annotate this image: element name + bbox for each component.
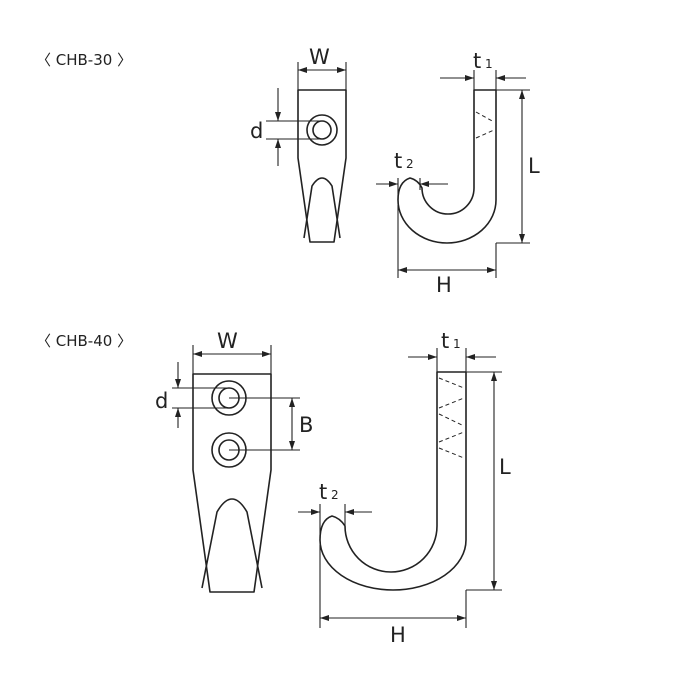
chb30-dim-h: H [397, 205, 497, 297]
chb30-label-t2-sub: 2 [406, 157, 414, 171]
chb40-label-t2-sub: 2 [331, 488, 339, 502]
chb30-dim-t2: t 2 [376, 149, 448, 200]
chb30-label-l: L [528, 154, 540, 178]
chb40-dim-t1: t 1 [408, 329, 496, 372]
chb40-dim-l: L [466, 371, 511, 591]
chb30-label-t2: t [394, 149, 402, 173]
chb30-side-view [397, 89, 497, 244]
chb30-dim-t1: t 1 [440, 49, 526, 90]
chb30-front-view [297, 89, 347, 243]
chb30-dim-d: d [250, 88, 322, 166]
chb40-label-t2: t [319, 480, 327, 504]
chb40-label-t1: t [441, 329, 449, 353]
chb30-label-t1-sub: 1 [485, 57, 493, 71]
chb40-dim-w: W [192, 329, 272, 374]
model-label-chb-40: 〈 CHB-40 〉 [36, 332, 133, 350]
chb40-label-l: L [499, 455, 511, 479]
chb40-dim-t2: t 2 [298, 480, 372, 538]
chb40-side-view [319, 371, 467, 591]
chb40-label-h: H [390, 623, 406, 647]
chb40-dim-d: d [155, 362, 229, 428]
chb40-dim-b: B [229, 397, 313, 451]
chb30-dim-l: L [496, 89, 540, 244]
chb30-label-t1: t [473, 49, 481, 73]
chb40-front-view [192, 373, 272, 593]
chb40-label-b: B [299, 413, 313, 437]
model-label-chb-30: 〈 CHB-30 〉 [36, 51, 133, 69]
chb40-label-t1-sub: 1 [453, 337, 461, 351]
chb30-dim-w: W [297, 45, 347, 90]
chb40-label-d: d [155, 389, 168, 413]
chb30-label-d: d [250, 119, 263, 143]
chb40-dim-h: H [319, 545, 467, 647]
chb30-label-h: H [436, 273, 452, 297]
chb40-label-w: W [217, 329, 238, 353]
chb30-label-w: W [309, 45, 330, 69]
